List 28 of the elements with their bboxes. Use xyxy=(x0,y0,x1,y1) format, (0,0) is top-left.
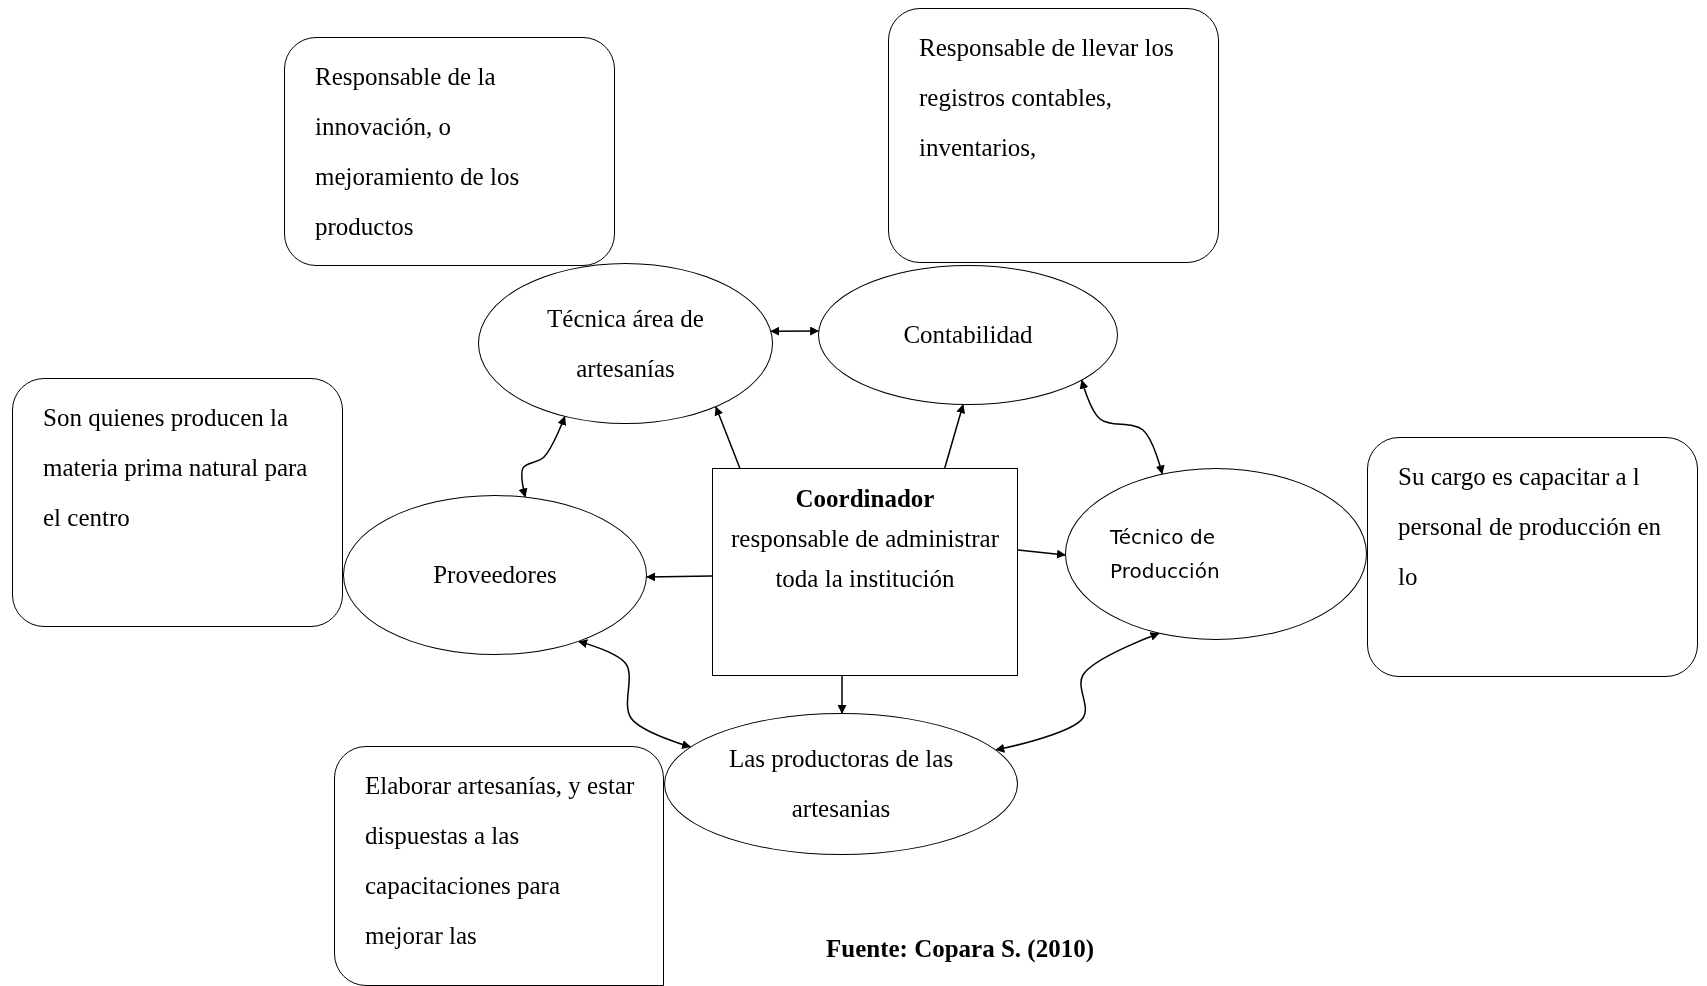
arrow xyxy=(646,572,713,582)
arrow xyxy=(1079,379,1165,475)
arrow xyxy=(837,675,847,714)
node-heading: Coordinador xyxy=(795,484,935,514)
arrow xyxy=(1017,549,1066,559)
node-text: Son quienes producen la materia prima natural para el centro xyxy=(43,403,309,533)
node-text: Elaborar artesanías, y estar dispuestas a las capacitaciones para mejorar las xyxy=(365,771,636,951)
note-box xyxy=(334,746,664,986)
arrow xyxy=(944,404,966,469)
node-text: Contabilidad xyxy=(903,320,1033,350)
arrow xyxy=(578,639,692,749)
node-text: responsable de administrar toda la institución xyxy=(730,524,1000,594)
arrow xyxy=(770,326,820,336)
node-text: Técnica área de artesanías xyxy=(546,303,705,384)
note-box xyxy=(12,378,343,627)
coordinator-box xyxy=(712,468,1018,676)
node-text: Técnico de Producción xyxy=(1110,524,1221,585)
node-text: Las productoras de las artesanias xyxy=(727,744,955,824)
arrow xyxy=(995,632,1160,753)
note-box xyxy=(1367,437,1698,677)
note-box xyxy=(888,8,1219,263)
node-text: Proveedores xyxy=(433,560,557,590)
note-box xyxy=(284,37,615,266)
arrow xyxy=(714,406,741,469)
node-text: Responsable de llevar los registros contables, inventarios, xyxy=(919,33,1175,163)
node-text: Su cargo es capacitar a l personal de producción en lo xyxy=(1398,462,1663,592)
node-text: Responsable de la innovación, o mejoramiento de los productos xyxy=(315,62,521,242)
caption: Fuente: Copara S. (2010) xyxy=(825,935,1095,963)
